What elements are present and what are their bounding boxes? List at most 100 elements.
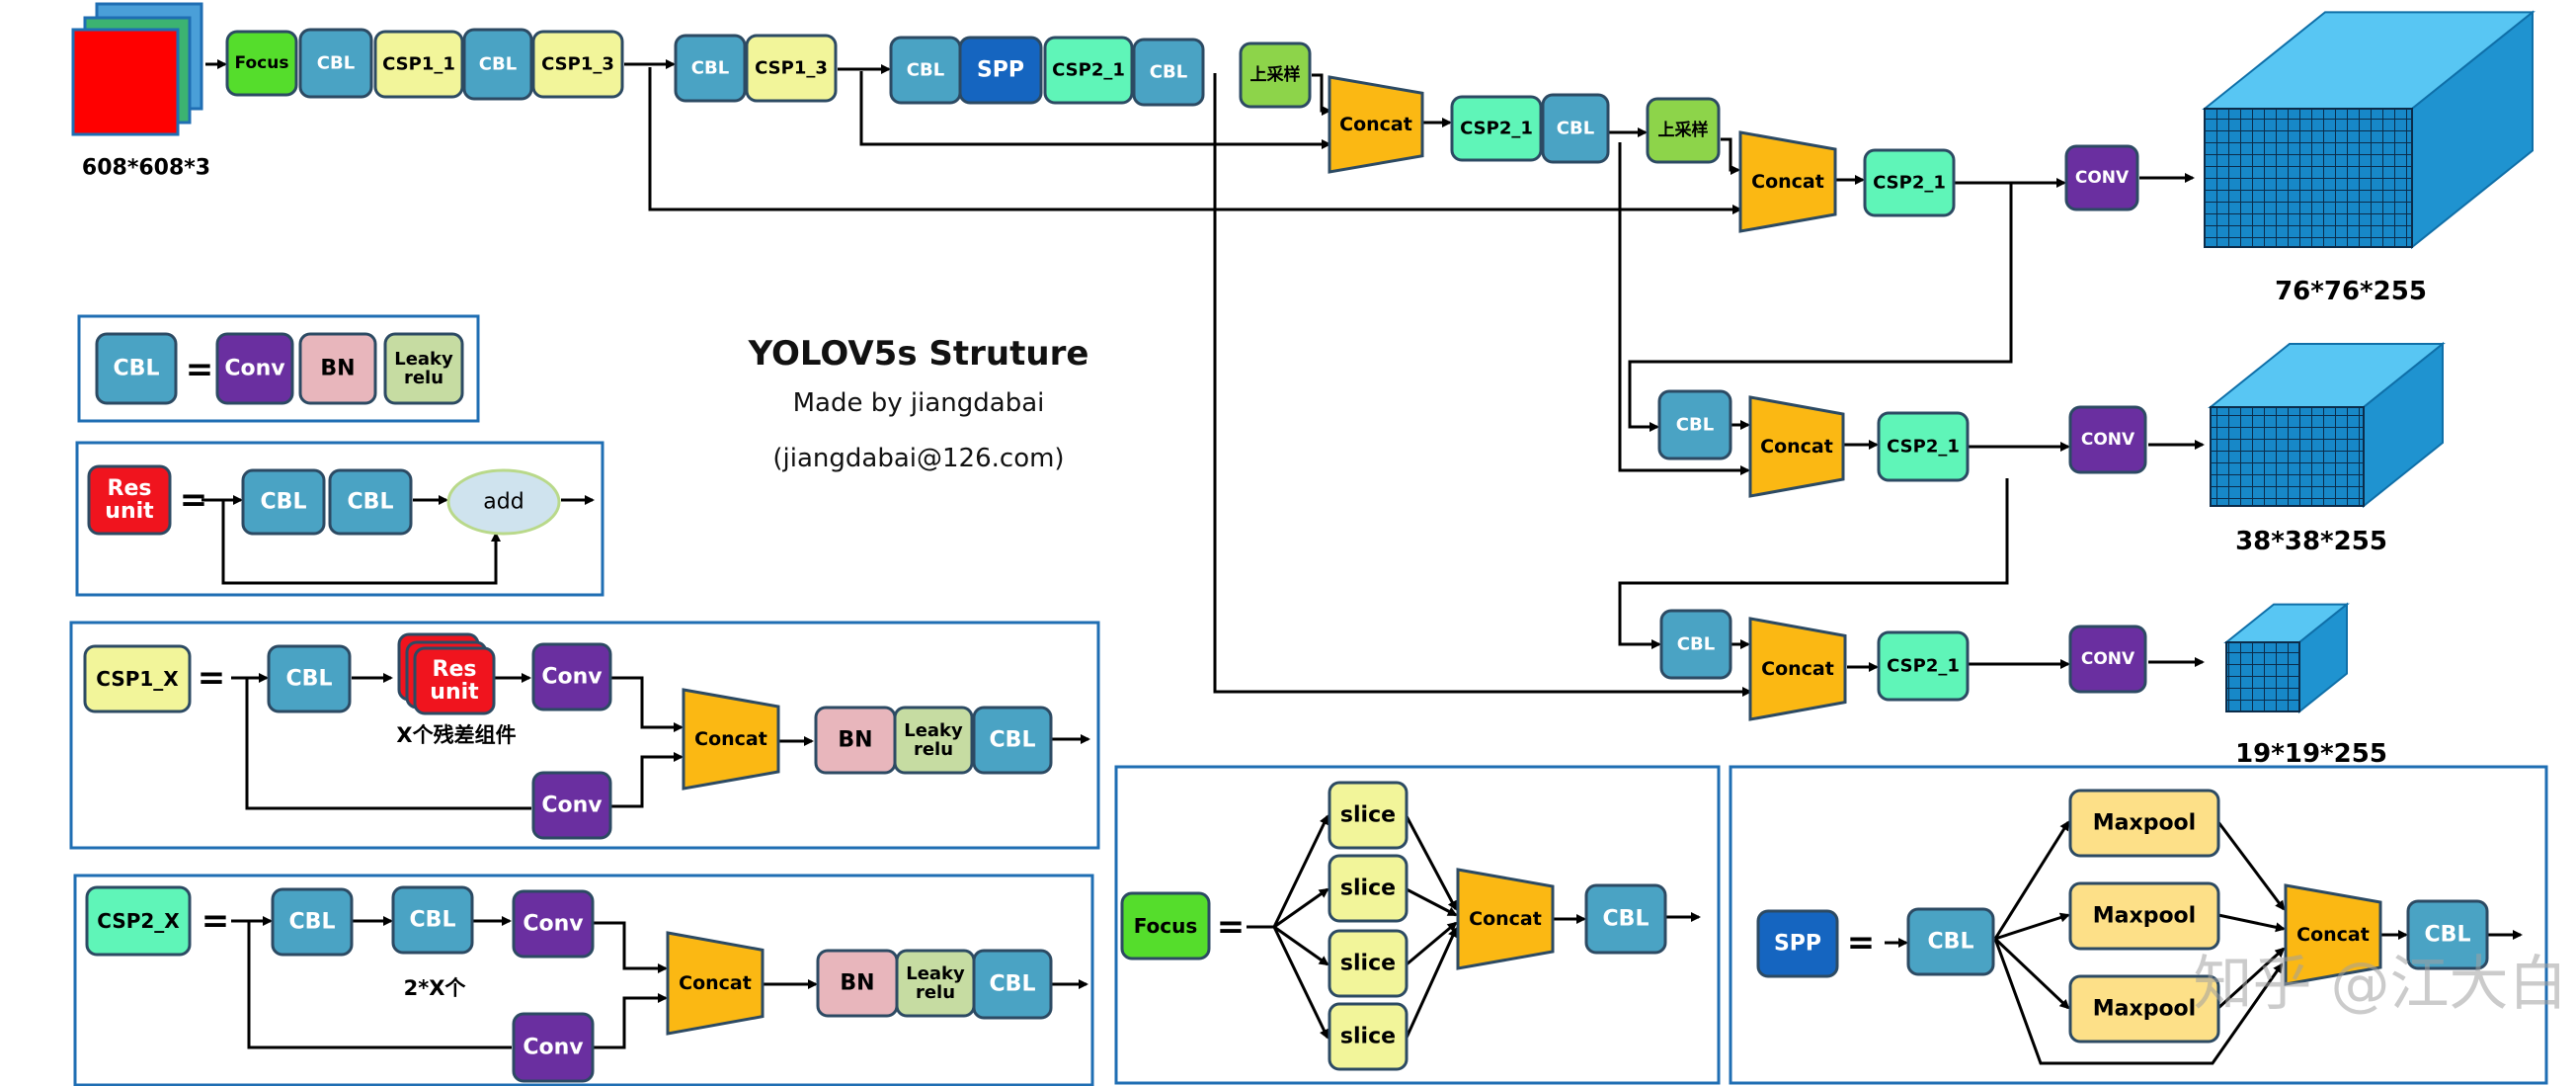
label-text: Focus bbox=[1134, 914, 1198, 938]
arrow-upsample-1-concat bbox=[1312, 73, 1331, 116]
label-text: Concat bbox=[1751, 171, 1824, 193]
connection-lines bbox=[201, 59, 2523, 1065]
label-text: CBL bbox=[286, 667, 333, 692]
focus-fan-slice-4 bbox=[1272, 926, 1329, 1040]
csp1-arrow-conv-bot bbox=[245, 678, 531, 810]
upsample-block-2: 上采样 bbox=[1646, 97, 1721, 164]
legend-maxpool-3: Maxpool bbox=[2068, 974, 2220, 1044]
diagram-email: (jiangdabai@126.com) bbox=[772, 444, 1065, 473]
output-cube-76 bbox=[2202, 10, 2536, 250]
concat-block-1: Concat bbox=[1328, 75, 1424, 174]
focus-slice-4-concat bbox=[1405, 927, 1458, 1039]
legend-slice-4: slice bbox=[1328, 1002, 1409, 1071]
csp1-3-block: CSP1_3 bbox=[531, 30, 624, 99]
skip-cbl-to-concat-mid bbox=[1618, 142, 1750, 475]
label-text: CSP2_1 bbox=[1052, 60, 1125, 81]
label-text: CBL bbox=[990, 972, 1036, 997]
legend-csp2-frame bbox=[73, 874, 1094, 1086]
label-text: slice bbox=[1340, 877, 1396, 901]
csp2-arrow-conv-bot bbox=[247, 921, 512, 1049]
legend-csp2-x: CSP2_X bbox=[85, 885, 192, 957]
focus-slice-3-concat bbox=[1406, 921, 1458, 966]
output-cube-19 bbox=[2223, 602, 2350, 714]
label-text: CBL bbox=[348, 490, 394, 515]
label-text: relu bbox=[916, 982, 955, 1003]
equals-sign: = bbox=[201, 901, 230, 941]
equals-sign: = bbox=[180, 480, 208, 520]
label-text: CBL bbox=[114, 357, 160, 381]
cbl-block-4: CBL bbox=[889, 36, 962, 105]
legend-csp2-bn: BN bbox=[816, 949, 899, 1018]
label-text: CBL bbox=[907, 60, 944, 81]
label-text: CSP2_1 bbox=[1887, 656, 1960, 677]
csp1-note: X个残差组件 bbox=[396, 723, 516, 747]
output-size-38: 38*38*255 bbox=[2235, 527, 2387, 556]
legend-maxpool-2: Maxpool bbox=[2068, 881, 2220, 951]
res-skip bbox=[221, 500, 501, 585]
label-text: Conv bbox=[541, 665, 603, 690]
label-text: CSP1_X bbox=[96, 667, 179, 691]
label-text: Leaky bbox=[904, 720, 963, 741]
label-text: Conv bbox=[523, 1036, 584, 1060]
label-text: Conv bbox=[541, 794, 603, 818]
label-text: CBL bbox=[2425, 923, 2471, 948]
legend-csp1-cbl-out: CBL bbox=[972, 706, 1053, 775]
label-text: Res bbox=[433, 657, 477, 682]
legend-csp1-conv-2: Conv bbox=[531, 771, 612, 840]
label-text: CBL bbox=[990, 728, 1036, 753]
label-text: add bbox=[483, 490, 523, 515]
equals-sign: = bbox=[186, 350, 214, 389]
legend-res-cbl-2: CBL bbox=[328, 468, 413, 536]
output-cube-38 bbox=[2208, 341, 2446, 509]
output-cubes bbox=[2202, 10, 2536, 714]
legend-res-frame bbox=[75, 441, 604, 597]
spp-fan-bot bbox=[1993, 937, 2070, 1010]
legend-frames bbox=[69, 314, 2548, 1086]
cbl-block-8: CBL bbox=[1659, 609, 1732, 680]
label-text: unit bbox=[430, 680, 479, 705]
input-image-icon bbox=[71, 2, 203, 136]
conv-out-block-1: CONV bbox=[2064, 144, 2139, 211]
focus-fan-slice-1 bbox=[1272, 814, 1329, 928]
label-text: Maxpool bbox=[2093, 904, 2196, 929]
label-text: Conv bbox=[523, 912, 584, 937]
label-text: relu bbox=[404, 368, 443, 388]
label-text: unit bbox=[105, 499, 154, 524]
cbl-block-6: CBL bbox=[1541, 93, 1610, 164]
output-size-76: 76*76*255 bbox=[2275, 277, 2427, 306]
label-text: slice bbox=[1340, 803, 1396, 828]
label-text: BN bbox=[838, 728, 872, 753]
upsample-block-1: 上采样 bbox=[1239, 42, 1312, 109]
diagram-title: YOLOV5s Struture bbox=[748, 334, 1089, 374]
label-text: Leaky bbox=[906, 963, 965, 984]
spp-block: SPP bbox=[958, 36, 1043, 105]
focus-slice-2-concat bbox=[1406, 887, 1458, 917]
skip-cbl-to-concat-3 bbox=[1213, 73, 1752, 697]
legend-csp1-x: CSP1_X bbox=[83, 644, 192, 713]
skip-csp1-3b-to-concat-1 bbox=[859, 71, 1331, 149]
legend-csp2-cbl-1: CBL bbox=[271, 887, 354, 957]
label-text: Maxpool bbox=[2093, 811, 2196, 836]
label-text: CSP2_1 bbox=[1873, 173, 1946, 194]
concat-block-3: Concat bbox=[1748, 617, 1847, 721]
legend-focus-cbl: CBL bbox=[1584, 883, 1667, 955]
label-text: Concat bbox=[2296, 924, 2370, 946]
legend-spp-frame bbox=[1729, 765, 2548, 1085]
legend-csp2-cbl-2: CBL bbox=[391, 885, 474, 955]
spp-mp3-concat bbox=[2216, 947, 2286, 1010]
csp1-1-block: CSP1_1 bbox=[373, 30, 464, 99]
spp-fan-mid bbox=[1994, 912, 2070, 941]
legend-cbl: CBL bbox=[95, 332, 178, 405]
equals-sign: = bbox=[1217, 907, 1246, 947]
label-text: CBL bbox=[317, 53, 355, 74]
label-text: BN bbox=[840, 971, 874, 996]
csp2-1-block-4: CSP2_1 bbox=[1877, 411, 1970, 482]
label-text: Concat bbox=[1760, 436, 1833, 458]
label-text: Concat bbox=[694, 728, 767, 750]
legend-csp1-frame bbox=[69, 621, 1100, 850]
legend-csp1-conv-1: Conv bbox=[531, 642, 612, 711]
